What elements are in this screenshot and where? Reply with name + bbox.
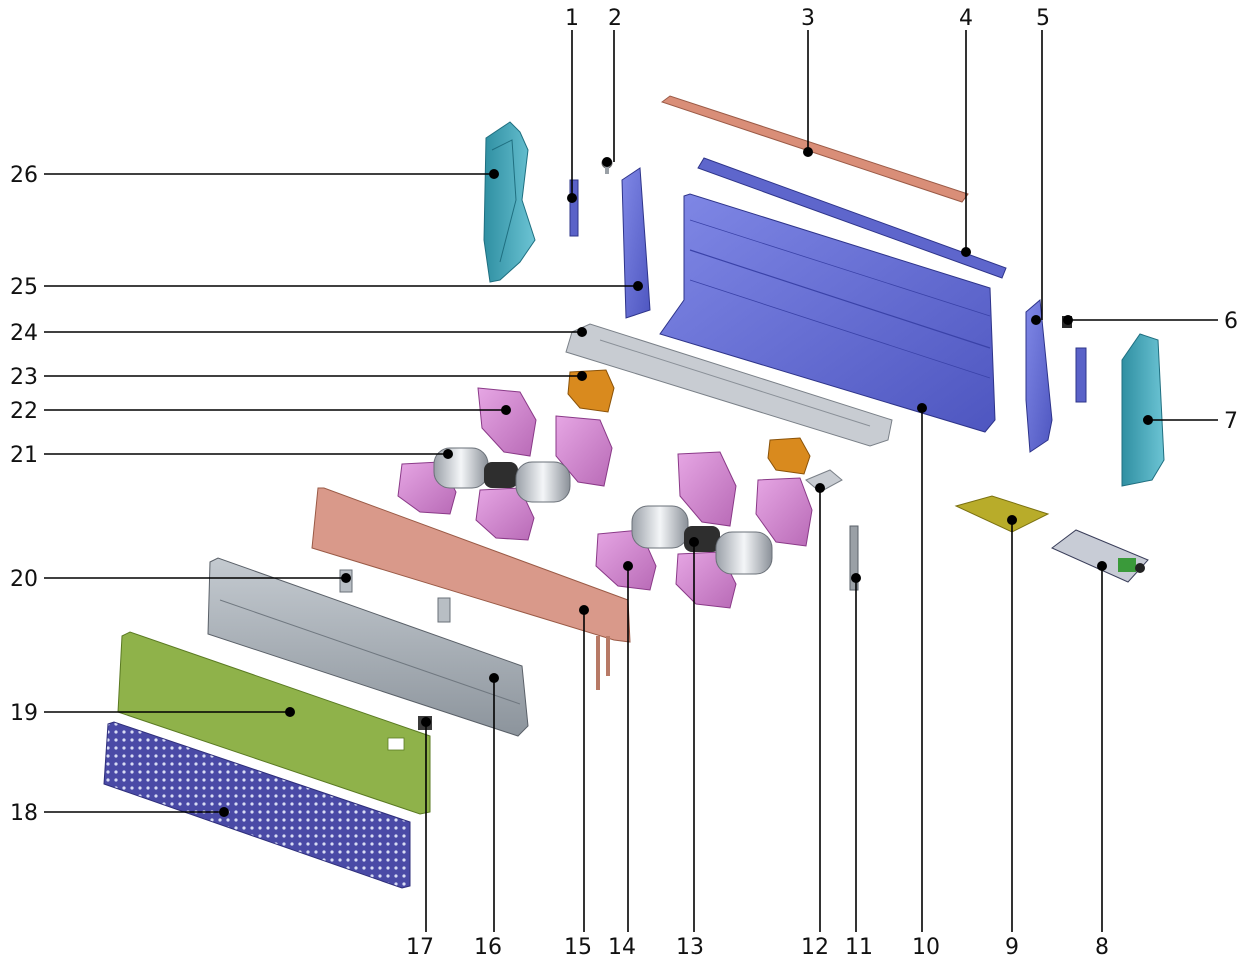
leader-lines [44, 30, 1218, 932]
part-1-small-bracket [569, 179, 579, 237]
leader-dot-22 [501, 405, 511, 415]
leader-dot-12 [815, 483, 825, 493]
callout-label-18: 18 [10, 801, 38, 826]
part-4-top-rail [697, 157, 1007, 279]
callout-label-4: 4 [959, 6, 973, 31]
leader-dot-20 [341, 573, 351, 583]
callout-label-12: 12 [801, 935, 829, 960]
leader-dot-11 [851, 573, 861, 583]
part-15-evaporator [311, 487, 631, 690]
leader-dot-23 [577, 371, 587, 381]
callout-label-1: 1 [565, 6, 579, 31]
callout-label-2: 2 [608, 6, 622, 31]
part-22-scroll-housing-top-left-2 [555, 415, 613, 487]
leader-dot-24 [577, 327, 587, 337]
callout-label-11: 11 [845, 935, 873, 960]
callout-label-23: 23 [10, 365, 38, 390]
part-5-right-bracket [1075, 347, 1087, 403]
part-14-scroll-housing-top-right [677, 451, 737, 527]
leader-dot-19 [285, 707, 295, 717]
part-24-mounting-frame [565, 323, 893, 447]
part-14-scroll-housing-top-right-2 [755, 477, 813, 547]
callout-label-25: 25 [10, 275, 38, 300]
leader-dot-10 [917, 403, 927, 413]
leader-dot-18 [219, 807, 229, 817]
part-25-left-end-plate [621, 167, 651, 319]
callout-label-8: 8 [1095, 935, 1109, 960]
callout-label-3: 3 [801, 6, 815, 31]
leader-dot-26 [489, 169, 499, 179]
callout-label-5: 5 [1036, 6, 1050, 31]
leader-dot-1 [567, 193, 577, 203]
leader-dot-21 [443, 449, 453, 459]
part-22-scroll-housing-top-left [477, 387, 537, 457]
part-23-orange-bracket-right [767, 437, 811, 475]
callout-label-10: 10 [912, 935, 940, 960]
part-18-air-filter [103, 721, 411, 889]
leader-dot-7 [1143, 415, 1153, 425]
part-8-control-board [1051, 529, 1149, 583]
leader-dot-14 [623, 561, 633, 571]
callout-label-22: 22 [10, 399, 38, 424]
callout-label-21: 21 [10, 443, 38, 468]
callout-label-19: 19 [10, 701, 38, 726]
part-20-clip-2 [437, 597, 451, 623]
callout-label-7: 7 [1224, 409, 1238, 434]
part-23-orange-bracket [567, 369, 615, 413]
leader-dot-13 [689, 537, 699, 547]
leader-dot-5 [1031, 315, 1041, 325]
callout-label-26: 26 [10, 163, 38, 188]
leader-dot-2 [602, 157, 612, 167]
callout-label-13: 13 [676, 935, 704, 960]
part-5-right-end-plate [1025, 298, 1053, 453]
callout-label-20: 20 [10, 567, 38, 592]
callout-label-15: 15 [564, 935, 592, 960]
callout-labels: 1 2 3 4 5 6 7 8 9 10 11 12 13 14 15 16 1… [10, 6, 1238, 960]
leader-dot-4 [961, 247, 971, 257]
part-3-copper-strip [660, 95, 969, 203]
part-13-blower-assembly-right [631, 505, 773, 575]
callout-label-24: 24 [10, 321, 38, 346]
part-26-left-side-cover [483, 121, 536, 283]
leader-dot-15 [579, 605, 589, 615]
leader-dot-3 [803, 147, 813, 157]
leader-dot-16 [489, 673, 499, 683]
part-9-control-box-cover [954, 495, 1050, 533]
part-10-back-chassis [659, 193, 996, 433]
part-7-right-side-cover [1121, 333, 1165, 487]
callout-label-14: 14 [608, 935, 636, 960]
part-11-sensor-rod [849, 525, 859, 591]
callout-label-9: 9 [1005, 935, 1019, 960]
callout-label-6: 6 [1224, 309, 1238, 334]
leader-dot-8 [1097, 561, 1107, 571]
part-16-front-frame [207, 557, 529, 737]
leader-dot-9 [1007, 515, 1017, 525]
leader-dot-17 [421, 717, 431, 727]
callout-label-16: 16 [474, 935, 502, 960]
callout-label-17: 17 [406, 935, 434, 960]
leader-dot-25 [633, 281, 643, 291]
leader-dot-6 [1063, 315, 1073, 325]
